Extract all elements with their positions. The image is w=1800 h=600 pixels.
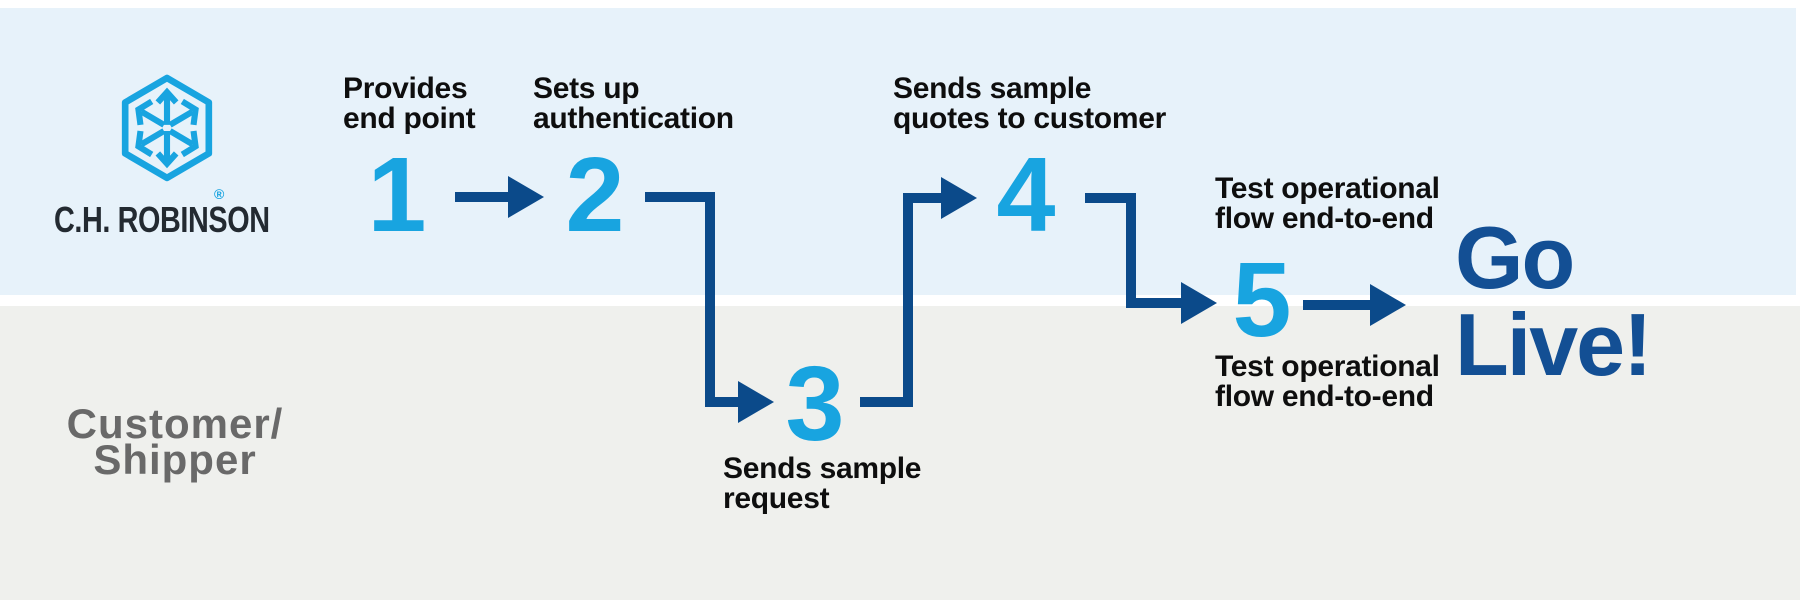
customer-shipper-line1: Customer/ (66, 400, 284, 447)
step-1-label-line2: end point (343, 102, 476, 135)
step-3-label-line1: Sends sample (723, 452, 922, 485)
step-5-label-bottom-line2: flow end-to-end (1215, 380, 1434, 413)
step-5-label-top-line2: flow end-to-end (1215, 202, 1434, 235)
hexagon-arrows-logo-icon (121, 74, 213, 182)
step-5-number: 5 (1232, 241, 1292, 359)
step-1-label: Provides end point (343, 72, 476, 135)
customer-shipper-label: Customer/ Shipper (30, 400, 320, 483)
ch-robinson-logo: ® (116, 72, 228, 202)
step-4-label: Sends sample quotes to customer (893, 74, 1166, 134)
step-1-label-line1: Provides (343, 72, 468, 105)
step-5-label-top: Test operational flow end-to-end (1215, 174, 1440, 234)
step-2-label: Sets up authentication (533, 74, 734, 134)
step-3-label-line2: request (723, 482, 830, 515)
step-5-label-bottom-line1: Test operational (1215, 350, 1440, 383)
go-live-line1: Go (1455, 208, 1575, 307)
step-2-number: 2 (565, 136, 625, 254)
step-5-label-bottom: Test operational flow end-to-end (1215, 352, 1440, 412)
step-2-label-line2: authentication (533, 102, 734, 135)
step-4-label-line1: Sends sample (893, 72, 1092, 105)
step-4-number: 4 (996, 136, 1056, 254)
step-2-label-line1: Sets up (533, 72, 640, 105)
step-3-label: Sends sample request (723, 454, 921, 514)
brand-wordmark: C.H. ROBINSON (54, 199, 270, 240)
step-5-label-top-line1: Test operational (1215, 172, 1440, 205)
customer-shipper-line2: Shipper (93, 436, 257, 483)
registered-trademark: ® (214, 186, 225, 202)
step-3-number: 3 (785, 345, 845, 463)
step-4-label-line2: quotes to customer (893, 102, 1166, 135)
go-live-text: Go Live! (1455, 208, 1652, 394)
go-live-line2: Live! (1455, 295, 1652, 394)
step-1-number: 1 (367, 136, 427, 254)
